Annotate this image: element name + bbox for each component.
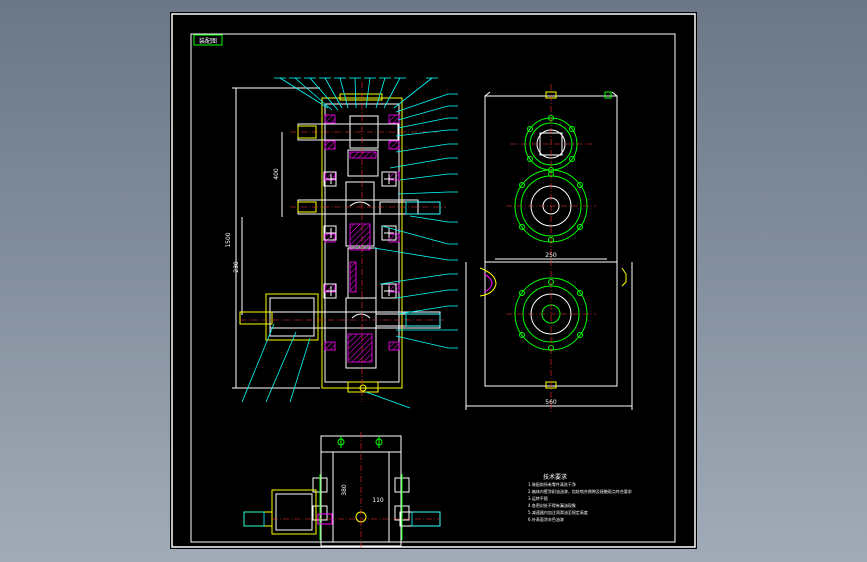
title-tag-box — [193, 34, 223, 46]
note-line-4: 4.各密封处不得有漏油现象 — [528, 502, 576, 508]
top-view: 380 110 — [243, 432, 441, 549]
technical-notes: 技术要求 1.装配前所有零件清洗干净 2.箱体内壁涂耐油油漆，齿轮啮合侧隙及接触… — [528, 473, 632, 522]
front-section-view: 1500 400 230 — [225, 77, 458, 409]
drawing-canvas: 装配图 — [170, 12, 697, 549]
note-line-5: 5.减速器内加注润滑油至规定高度 — [528, 509, 588, 515]
side-view: 250 560 — [465, 84, 633, 412]
dimension-label-shaft: 110 — [372, 497, 384, 504]
note-line-1: 1.装配前所有零件清洗干净 — [528, 481, 576, 487]
note-line-2: 2.箱体内壁涂耐油油漆，齿轮啮合侧隙及接触斑点符合要求 — [528, 488, 632, 494]
inner-frame — [190, 33, 676, 543]
title-tag: 装配图 — [199, 37, 217, 45]
outer-frame — [171, 13, 696, 548]
note-line-3: 3.运转平稳 — [528, 495, 548, 501]
dimension-label-lower: 230 — [233, 261, 240, 273]
dimension-label-overall: 1500 — [225, 232, 232, 247]
cad-drawing: 装配图 — [171, 13, 696, 549]
dimension-label-upper: 400 — [273, 168, 280, 180]
note-line-6: 6.外表面涂灰色油漆 — [528, 516, 564, 522]
dimension-label-top: 380 — [341, 484, 348, 496]
notes-heading: 技术要求 — [543, 473, 567, 481]
dimension-label-base: 560 — [545, 399, 557, 406]
dimension-label-width: 250 — [545, 252, 557, 259]
